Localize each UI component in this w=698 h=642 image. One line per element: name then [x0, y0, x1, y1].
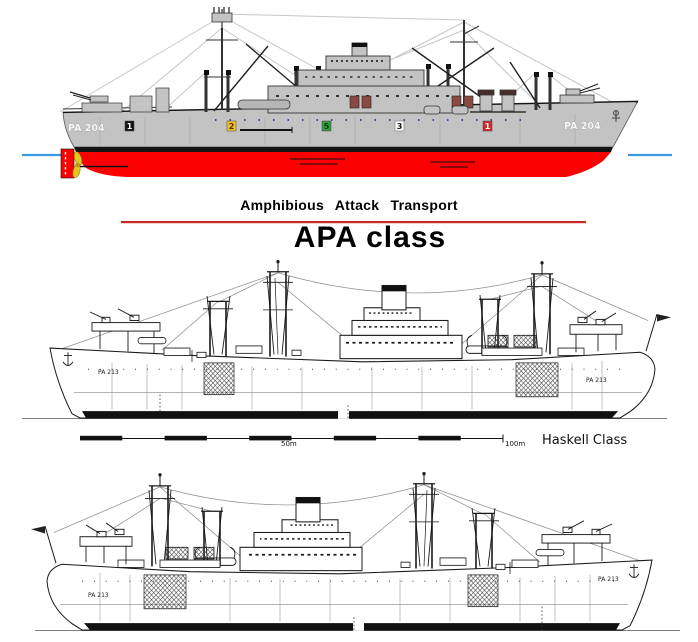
vent [423, 105, 441, 115]
stern-gear [60, 148, 128, 179]
hold-flag-5: 5 [321, 120, 332, 132]
hold-flag-3: 3 [394, 120, 405, 132]
middle-ship-bow-number: PA 213 [98, 369, 119, 376]
haskell-ship-port [30, 471, 681, 632]
flag-box [124, 120, 135, 132]
hold-flags: 1 2 5 3 1 [124, 120, 493, 132]
flag-number: 1 [485, 122, 491, 131]
forward-deck-structures [237, 83, 620, 122]
vent [451, 105, 469, 115]
lifeboat [237, 99, 291, 110]
page-subtitle: Amphibious Attack Transport [240, 197, 458, 213]
class-caption: Haskell Class [542, 433, 627, 448]
stern-deck-structures [62, 87, 173, 113]
crows-nest-radar [211, 12, 233, 23]
hold-flag-2: 2 [226, 120, 237, 132]
bow-hull-number: PA 204 [564, 121, 601, 132]
aft-deckhouse [155, 87, 170, 113]
stern-gun [89, 95, 109, 103]
propeller-icon [72, 151, 83, 179]
middle-ship-stern-number: PA 213 [586, 377, 607, 384]
rudder [60, 148, 75, 179]
mushroom-vents [470, 89, 526, 113]
prop-hub [75, 162, 80, 168]
flag-box [394, 120, 405, 132]
haskell-ship-starboard [21, 259, 672, 420]
flag-box [321, 120, 332, 132]
scale-bar: 50m 100m [80, 434, 525, 448]
kingpost-pair [204, 70, 231, 112]
bow-gun-tub [559, 83, 601, 104]
stern-hull-number: PA 204 [68, 123, 105, 134]
bottom-ship-stern-number: PA 213 [88, 592, 109, 599]
hold-flag-1b: 1 [482, 120, 493, 132]
title-rule [121, 221, 586, 224]
hold-flag-1: 1 [124, 120, 135, 132]
stern-gun-tub [81, 102, 123, 113]
bottom-ship-bow-number: PA 213 [598, 576, 619, 583]
plating-streaks [290, 158, 475, 168]
scale-segments [80, 435, 461, 441]
anchor-icon [612, 110, 620, 122]
foremast [206, 7, 238, 110]
flag-number: 1 [127, 122, 133, 131]
hull-red-bottom [76, 152, 611, 177]
kingpost-pair [534, 72, 553, 110]
radar-antennas [213, 7, 230, 13]
flag-number: 3 [397, 122, 403, 131]
flag-box [482, 120, 493, 132]
superstructure [267, 42, 474, 115]
boot-stripe [74, 147, 613, 152]
flag-box [226, 120, 237, 132]
prop-blade [73, 151, 83, 166]
scale-label-100m: 100m [505, 440, 525, 448]
color-ship-profile: 1 2 5 3 1 PA 204 PA 204 [22, 7, 672, 179]
bridge [325, 55, 391, 71]
mainmast [450, 20, 480, 104]
aft-deckhouse [129, 95, 153, 113]
page-title: APA class [293, 221, 447, 254]
scale-label-50m: 50m [281, 440, 297, 448]
flag-number: 5 [324, 122, 330, 131]
flag-number: 2 [229, 122, 235, 131]
